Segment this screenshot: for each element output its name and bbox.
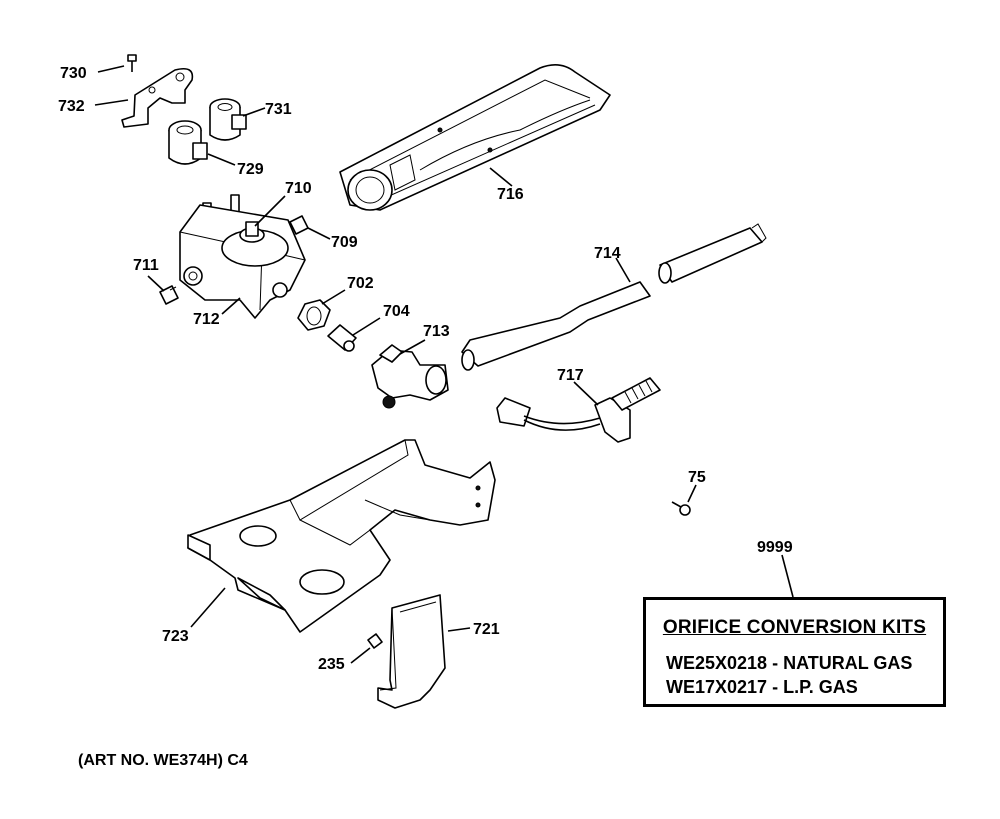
callout-717: 717 bbox=[557, 367, 584, 384]
callout-732: 732 bbox=[58, 98, 85, 115]
part-732-bracket bbox=[121, 67, 194, 128]
kit-part-number: WE25X0218 bbox=[666, 653, 768, 673]
part-712-valve-body bbox=[179, 194, 306, 319]
callout-716: 716 bbox=[497, 186, 524, 203]
callout-75: 75 bbox=[688, 469, 706, 486]
kit-row-natural-gas: WE25X0218 - NATURAL GAS bbox=[666, 653, 912, 674]
kit-description: NATURAL GAS bbox=[783, 653, 913, 673]
callout-729: 729 bbox=[237, 161, 264, 178]
kit-separator: - bbox=[772, 653, 779, 673]
part-704-orifice bbox=[327, 324, 357, 352]
part-731-coil bbox=[209, 98, 247, 141]
callout-702: 702 bbox=[347, 275, 374, 292]
orifice-conversion-kits-box: ORIFICE CONVERSION KITS WE25X0218 - NATU… bbox=[643, 597, 946, 707]
part-716-burner bbox=[339, 64, 611, 211]
part-723-bracket bbox=[187, 439, 496, 633]
callout-710: 710 bbox=[285, 180, 312, 197]
part-235-screw bbox=[367, 633, 383, 649]
callout-709: 709 bbox=[331, 234, 358, 251]
part-713-elbow bbox=[371, 344, 449, 409]
kit-description: L.P. GAS bbox=[783, 677, 858, 697]
part-711-screw bbox=[159, 285, 179, 305]
callout-723: 723 bbox=[162, 628, 189, 645]
callout-714: 714 bbox=[594, 245, 621, 262]
part-729-coil bbox=[168, 120, 208, 165]
callout-9999: 9999 bbox=[757, 539, 793, 556]
callout-704: 704 bbox=[383, 303, 410, 320]
callout-712: 712 bbox=[193, 311, 220, 328]
callout-730: 730 bbox=[60, 65, 87, 82]
kit-separator: - bbox=[772, 677, 779, 697]
callout-721: 721 bbox=[473, 621, 500, 638]
callout-235: 235 bbox=[318, 656, 345, 673]
kit-part-number: WE17X0217 bbox=[666, 677, 768, 697]
part-730-screw bbox=[127, 54, 137, 72]
part-721-shield bbox=[377, 594, 446, 709]
callout-711: 711 bbox=[133, 257, 159, 274]
art-number-caption: (ART NO. WE374H) C4 bbox=[78, 752, 248, 769]
kit-row-lp-gas: WE17X0217 - L.P. GAS bbox=[666, 677, 858, 698]
kit-box-title: ORIFICE CONVERSION KITS bbox=[662, 617, 927, 638]
part-702-nut bbox=[297, 299, 331, 331]
part-717-igniter bbox=[496, 377, 661, 443]
callout-713: 713 bbox=[423, 323, 450, 340]
callout-731: 731 bbox=[265, 101, 292, 118]
part-714-pipe bbox=[461, 223, 767, 371]
leader-lines bbox=[94, 65, 794, 664]
part-75-screw bbox=[671, 501, 691, 516]
